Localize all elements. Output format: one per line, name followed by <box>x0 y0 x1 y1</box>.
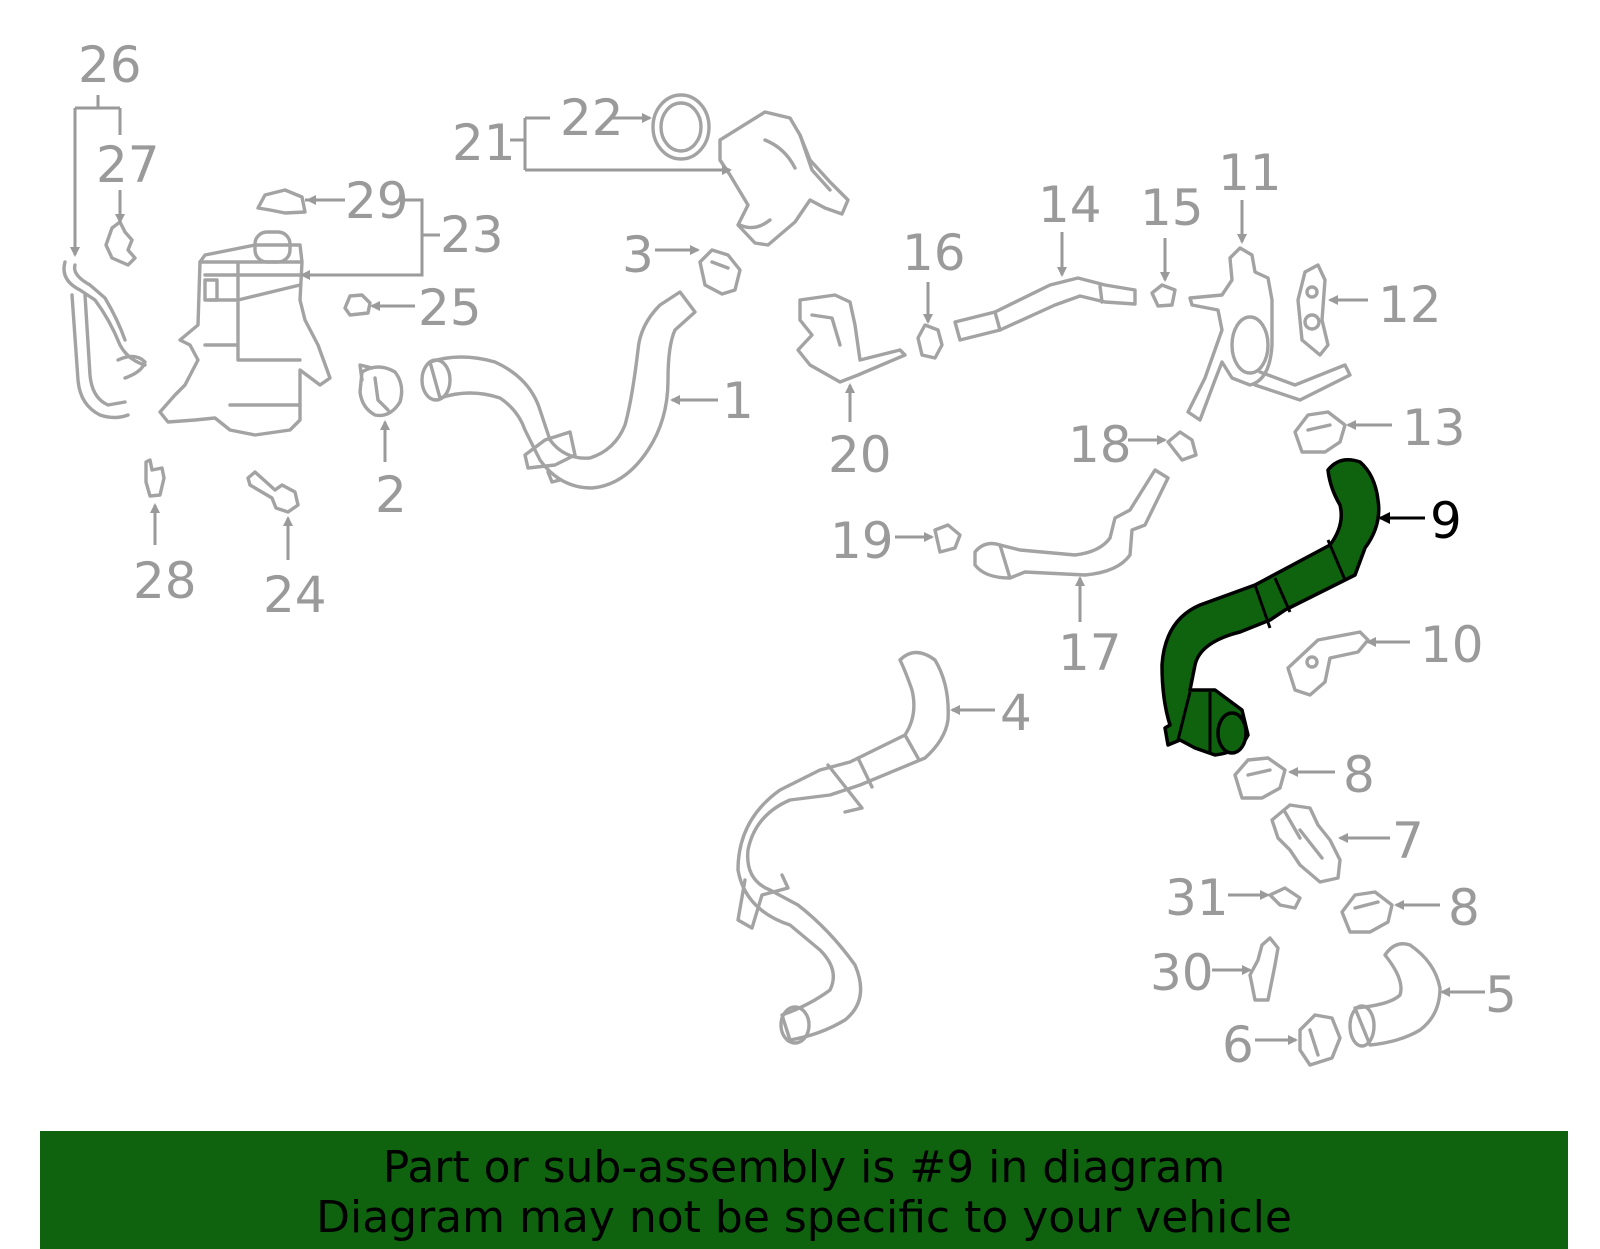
part-22-gasket <box>651 93 711 161</box>
callout-7: 7 <box>1392 812 1424 870</box>
part-9-hose-highlighted <box>1160 458 1381 757</box>
callout-16: 16 <box>902 224 966 282</box>
parts-diagram: 26 27 29 23 25 28 24 2 <box>62 36 1517 1074</box>
banner-line-2: Diagram may not be specific to your vehi… <box>316 1192 1292 1243</box>
part-14-pipe <box>953 276 1137 342</box>
callout-24: 24 <box>263 566 327 624</box>
callout-25: 25 <box>418 279 482 337</box>
part-24-bolt <box>246 470 300 514</box>
callout-4: 4 <box>1000 684 1032 742</box>
callout-19: 19 <box>830 512 894 570</box>
callout-23: 23 <box>440 206 504 264</box>
part-23-reservoir <box>158 230 332 437</box>
part-20-bracket <box>796 293 907 384</box>
callout-13: 13 <box>1402 399 1466 457</box>
part-6-clamp <box>1298 1013 1342 1067</box>
leader-21 <box>510 116 730 170</box>
part-16-clip <box>916 323 944 360</box>
callout-8-upper: 8 <box>1343 746 1375 804</box>
part-11-outlet <box>1186 246 1352 422</box>
callout-11: 11 <box>1218 144 1282 202</box>
part-12-gasket <box>1296 263 1330 357</box>
part-2-clamp <box>358 363 404 418</box>
part-3-clamp <box>698 248 742 296</box>
callout-30: 30 <box>1150 944 1214 1002</box>
part-25-nut <box>343 293 372 317</box>
part-18-clip <box>1166 430 1198 462</box>
part-1-hose <box>420 290 697 490</box>
part-15-fitting <box>1150 283 1177 308</box>
part-8-clamp-lower <box>1340 890 1394 934</box>
callout-21: 21 <box>452 114 516 172</box>
part-28-clip <box>144 458 166 498</box>
part-5-hose <box>1348 942 1442 1048</box>
callout-8-lower: 8 <box>1448 879 1480 937</box>
part-4-hose <box>736 650 950 1045</box>
part-29-cap <box>256 188 307 215</box>
info-banner: Part or sub-assembly is #9 in diagram Di… <box>40 1131 1568 1249</box>
callout-26: 26 <box>78 36 142 94</box>
callout-22: 22 <box>560 89 624 147</box>
part-7-joint <box>1270 803 1342 884</box>
callout-20: 20 <box>828 426 892 484</box>
callout-1: 1 <box>722 372 754 430</box>
part-13-clamp <box>1293 410 1347 454</box>
banner-line-1: Part or sub-assembly is #9 in diagram <box>382 1142 1226 1193</box>
part-30-sensor <box>1248 936 1280 1002</box>
callout-12: 12 <box>1378 276 1442 334</box>
callout-31: 31 <box>1165 869 1229 927</box>
part-27-clip <box>104 220 137 267</box>
part-17-pipe <box>973 468 1170 580</box>
callout-27: 27 <box>96 136 160 194</box>
callout-28: 28 <box>133 552 197 610</box>
callout-29: 29 <box>345 172 409 230</box>
callout-18: 18 <box>1068 416 1132 474</box>
callout-2: 2 <box>375 466 407 524</box>
callout-3: 3 <box>622 226 654 284</box>
callout-6: 6 <box>1222 1016 1254 1074</box>
part-26-hose <box>62 260 147 420</box>
part-10-bracket <box>1286 630 1370 697</box>
part-8-clamp-upper <box>1233 756 1287 800</box>
callout-15: 15 <box>1140 179 1204 237</box>
part-21-housing <box>718 110 850 247</box>
part-19-clip <box>933 523 962 554</box>
leader-26 <box>75 95 122 255</box>
callout-5: 5 <box>1485 966 1517 1024</box>
callout-17: 17 <box>1058 624 1122 682</box>
part-31-clip <box>1268 886 1302 910</box>
callout-14: 14 <box>1038 176 1102 234</box>
callout-9: 9 <box>1430 492 1462 550</box>
callout-10: 10 <box>1420 616 1484 674</box>
